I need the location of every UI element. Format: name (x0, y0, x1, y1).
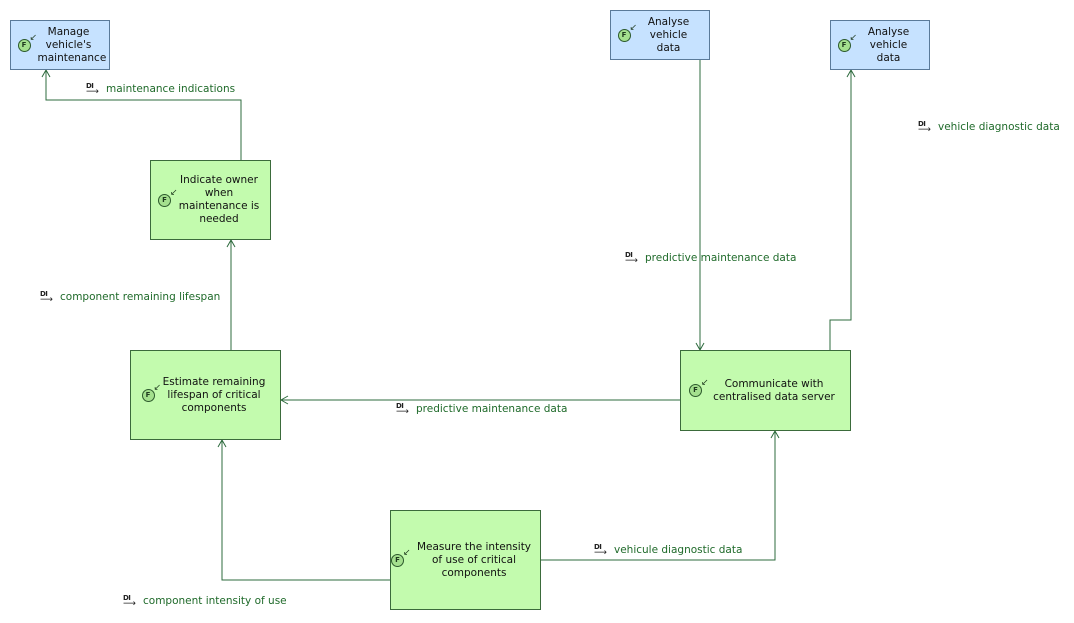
function-analyse-vehicle-data-1[interactable]: F Analyse vehicle data (610, 10, 710, 60)
arrowhead (846, 68, 856, 78)
exchange-label: vehicle diagnostic data (938, 121, 1060, 133)
arrowhead (770, 429, 780, 439)
exchange-label: vehicule diagnostic data (614, 544, 743, 556)
data-exchange-icon: DI⟶ (86, 82, 99, 97)
function-label: Analyse vehicle data (647, 15, 690, 54)
function-icon: F (158, 188, 178, 207)
data-exchange-icon: DI⟶ (594, 543, 607, 558)
exchange-label: component intensity of use (143, 595, 287, 607)
data-exchange-icon: DI⟶ (625, 251, 638, 266)
edge-maintenance-indications[interactable] (45, 70, 242, 160)
exchange-label: component remaining lifespan (60, 291, 221, 303)
function-icon: F (837, 33, 857, 52)
function-label: Manage vehicle's maintenance (37, 25, 107, 64)
function-label: Estimate remaining lifespan of critical … (162, 375, 266, 414)
arrowhead (41, 68, 51, 78)
arrowhead (279, 395, 289, 405)
exchange-vehicule-diagnostic-data[interactable]: DI⟶ vehicule diagnostic data (594, 543, 743, 558)
arrowhead (217, 438, 227, 448)
edge-vehicle-diagnostic-data[interactable] (829, 70, 852, 350)
arrowhead (226, 238, 236, 248)
function-icon: F (17, 33, 37, 52)
exchange-label: predictive maintenance data (416, 403, 568, 415)
function-icon: F (689, 378, 709, 397)
function-measure-intensity[interactable]: F Measure the intensity of use of critic… (390, 510, 541, 610)
function-analyse-vehicle-data-2[interactable]: F Analyse vehicle data (830, 20, 930, 70)
exchange-label: maintenance indications (106, 83, 236, 95)
data-exchange-icon: DI⟶ (396, 402, 409, 417)
data-exchange-icon: DI⟶ (40, 290, 53, 305)
function-indicate-owner[interactable]: F Indicate owner when maintenance is nee… (150, 160, 271, 240)
function-communicate-server[interactable]: F Communicate with centralised data serv… (680, 350, 851, 431)
exchange-component-remaining-lifespan[interactable]: DI⟶ component remaining lifespan (40, 290, 221, 305)
exchange-component-intensity-of-use[interactable]: DI⟶ component intensity of use (123, 594, 287, 609)
edge-component-intensity-of-use[interactable] (221, 440, 390, 581)
edge-vehicule-diagnostic-data[interactable] (541, 431, 776, 561)
exchange-label: predictive maintenance data (645, 252, 797, 264)
exchange-predictive-maintenance-data-1[interactable]: DI⟶ predictive maintenance data (625, 251, 797, 266)
function-label: Indicate owner when maintenance is neede… (178, 174, 260, 225)
exchange-vehicle-diagnostic-data[interactable]: DI⟶ vehicle diagnostic data (918, 120, 1060, 135)
exchange-maintenance-indications[interactable]: DI⟶ maintenance indications (86, 82, 236, 97)
function-icon: F (617, 23, 637, 42)
function-icon: F (141, 383, 161, 402)
function-label: Communicate with centralised data server (713, 377, 835, 403)
data-exchange-icon: DI⟶ (918, 120, 931, 135)
function-label: Analyse vehicle data (867, 25, 910, 64)
exchange-predictive-maintenance-data-2[interactable]: DI⟶ predictive maintenance data (396, 402, 568, 417)
function-estimate-lifespan[interactable]: F Estimate remaining lifespan of critica… (130, 350, 281, 440)
function-manage-maintenance[interactable]: F Manage vehicle's maintenance (10, 20, 110, 70)
data-exchange-icon: DI⟶ (123, 594, 136, 609)
function-label: Measure the intensity of use of critical… (416, 540, 532, 579)
function-icon: F (391, 548, 411, 567)
